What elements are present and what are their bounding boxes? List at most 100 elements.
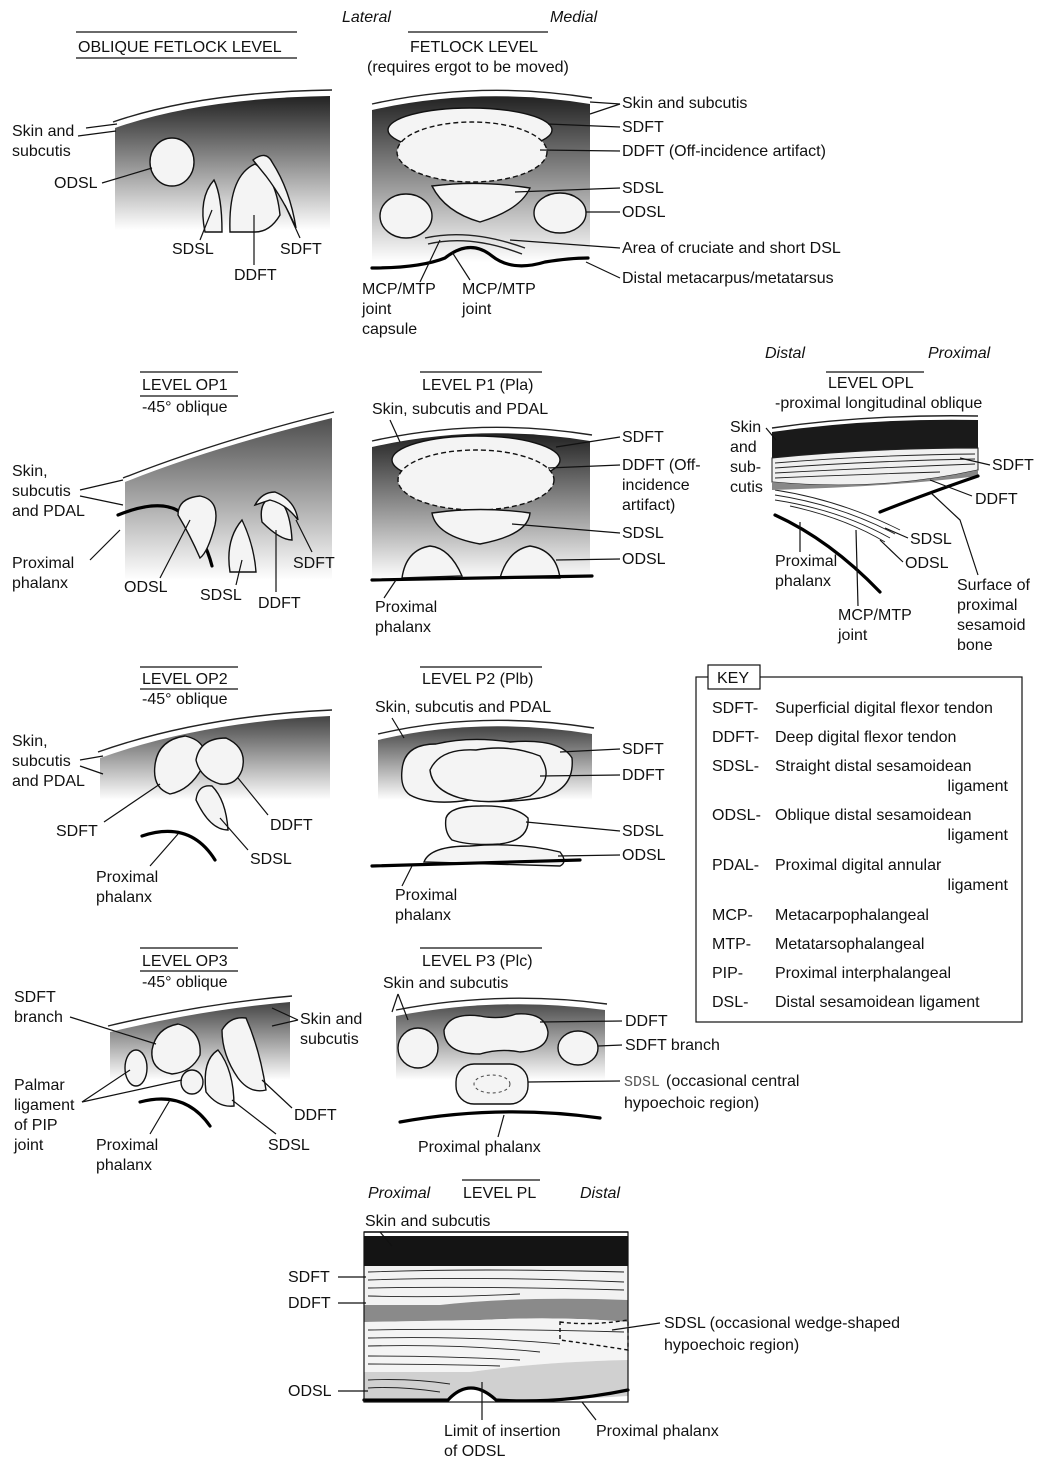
- opl-subtitle: -proximal longitudinal oblique: [775, 395, 982, 412]
- fl-odsl-label: ODSL: [622, 204, 666, 221]
- key-abbr: PDAL-: [712, 857, 759, 874]
- opl-skin-label-2: and: [730, 439, 757, 456]
- opl-odsl-label: ODSL: [905, 555, 949, 572]
- fl-capsule-label-2: joint: [361, 301, 392, 318]
- p2-sdsl-label: SDSL: [622, 823, 664, 840]
- fl-joint-label-1: MCP/MTP: [462, 281, 536, 298]
- key-definition: Superficial digital flexor tendon: [775, 700, 993, 717]
- key-definition: Oblique distal sesamoidean: [775, 807, 972, 824]
- key-definition: Metatarsophalangeal: [775, 936, 924, 953]
- fetlock-panel: FETLOCK LEVEL (requires ergot to be move…: [361, 32, 841, 338]
- p1-panel: LEVEL P1 (Pla) Skin, subcutis and PDAL S…: [372, 372, 701, 636]
- op2-skin-label-3: and PDAL: [12, 773, 85, 790]
- key-abbr: SDSL-: [712, 758, 759, 775]
- p1-prox-label-1: Proximal: [375, 599, 437, 616]
- fl-capsule-label-3: capsule: [362, 321, 417, 338]
- opl-sdsl-label: SDSL: [910, 531, 952, 548]
- op1-skin-label-2: subcutis: [12, 483, 71, 500]
- op1-sdsl-label: SDSL: [200, 587, 242, 604]
- p1-sdft-label: SDFT: [622, 429, 664, 446]
- op3-prox-label-1: Proximal: [96, 1137, 158, 1154]
- op3-palmar-label-4: joint: [13, 1137, 44, 1154]
- opl-surface-label-2: proximal: [957, 597, 1017, 614]
- odsl-structure: [150, 138, 194, 186]
- key-definition: Deep digital flexor tendon: [775, 729, 956, 746]
- op1-title: LEVEL OP1: [142, 377, 228, 394]
- op3-palmar-label-1: Palmar: [14, 1077, 65, 1094]
- p1-title: LEVEL P1 (Pla): [422, 377, 533, 394]
- ddft-structure: [398, 450, 554, 510]
- sdft-branch-lateral: [398, 1028, 438, 1068]
- op2-ddft-label: DDFT: [270, 817, 313, 834]
- opl-ddft-label: DDFT: [975, 491, 1018, 508]
- op1-sdft-label: SDFT: [293, 555, 335, 572]
- op2-skin-label-2: subcutis: [12, 753, 71, 770]
- pl-limit-label-2: of ODSL: [444, 1443, 505, 1459]
- op3-prox-label-2: phalanx: [96, 1157, 152, 1174]
- p3-ddft-label: DDFT: [625, 1013, 668, 1030]
- ofl-ddft-label: DDFT: [234, 267, 277, 284]
- op1-skin-label-1: Skin,: [12, 463, 48, 480]
- key-abbr: DSL-: [712, 994, 748, 1011]
- p2-prox-label-2: phalanx: [395, 907, 451, 924]
- key-abbr: PIP-: [712, 965, 743, 982]
- op2-prox-label-2: phalanx: [96, 889, 152, 906]
- pl-proximal-label: Proximal: [368, 1185, 431, 1202]
- op2-panel: LEVEL OP2 -45° oblique Skin, subcutis an…: [12, 667, 332, 906]
- p1-ddft-label-2: incidence: [622, 477, 690, 494]
- proximal-phalanx-curve: [140, 1099, 210, 1126]
- p2-prox-label-1: Proximal: [395, 887, 457, 904]
- key-title: KEY: [717, 670, 749, 687]
- sdsl-structure: [456, 1064, 528, 1104]
- fl-distal-meta-label: Distal metacarpus/metatarsus: [622, 270, 834, 287]
- op3-panel: LEVEL OP3 -45° oblique SDFT branch Skin …: [13, 948, 362, 1174]
- lateral-label: Lateral: [342, 9, 391, 26]
- ofl-sdsl-label: SDSL: [172, 241, 214, 258]
- key-definition: Proximal interphalangeal: [775, 965, 951, 982]
- op3-sdsl-label: SDSL: [268, 1137, 310, 1154]
- op2-sdft-label: SDFT: [56, 823, 98, 840]
- proximal-phalanx-curve: [400, 1112, 600, 1122]
- op1-prox-label-2: phalanx: [12, 575, 68, 592]
- palmar-ligament-medial: [181, 1070, 203, 1094]
- key-abbr: ODSL-: [712, 807, 761, 824]
- op1-ddft-label: DDFT: [258, 595, 301, 612]
- opl-sdft-label: SDFT: [992, 457, 1034, 474]
- key-abbr: DDFT-: [712, 729, 759, 746]
- key-definition: Distal sesamoidean ligament: [775, 994, 980, 1011]
- p3-skin-label: Skin and subcutis: [383, 975, 508, 992]
- pl-sdsl-label-2: hypoechoic region): [664, 1337, 799, 1354]
- opl-skin-label-4: cutis: [730, 479, 763, 496]
- op3-skin-label-1: Skin and: [300, 1011, 362, 1028]
- pl-panel: Proximal LEVEL PL Distal Skin and subcut…: [288, 1180, 900, 1459]
- pl-prox-label: Proximal phalanx: [596, 1423, 719, 1440]
- pl-ddft-label: DDFT: [288, 1295, 331, 1312]
- op3-sdftb-label-1: SDFT: [14, 989, 56, 1006]
- palmar-ligament-lateral: [125, 1050, 147, 1086]
- p2-odsl-label: ODSL: [622, 847, 666, 864]
- op1-odsl-label: ODSL: [124, 579, 168, 596]
- skin-band: [364, 1236, 628, 1266]
- odsl-lateral-structure: [380, 194, 432, 238]
- pl-distal-label: Distal: [580, 1185, 620, 1202]
- p3-sdftb-label: SDFT branch: [625, 1037, 720, 1054]
- opl-mcp-label-1: MCP/MTP: [838, 607, 912, 624]
- ofl-skin-label-1: Skin and: [12, 123, 74, 140]
- fl-sdft-label: SDFT: [622, 119, 664, 136]
- p3-sdsl-label-2: hypoechoic region): [624, 1095, 759, 1112]
- p2-sdft-label: SDFT: [622, 741, 664, 758]
- p1-ddft-label-3: artifact): [622, 497, 675, 514]
- odsl-medial-structure: [534, 193, 586, 233]
- pl-limit-label-1: Limit of insertion: [444, 1423, 561, 1440]
- oblique-fetlock-title: OBLIQUE FETLOCK LEVEL: [78, 39, 282, 56]
- key-abbr: SDFT-: [712, 700, 758, 717]
- opl-mcp-label-2: joint: [837, 627, 868, 644]
- opl-surface-label-3: sesamoid: [957, 617, 1025, 634]
- fl-sdsl-label: SDSL: [622, 180, 664, 197]
- pl-sdsl-label-1: SDSL (occasional wedge-shaped: [664, 1315, 900, 1332]
- opl-surface-label-1: Surface of: [957, 577, 1030, 594]
- op3-palmar-label-3: of PIP: [14, 1117, 58, 1134]
- p1-ddft-label-1: DDFT (Off-: [622, 457, 701, 474]
- ddft-structure: [430, 748, 546, 802]
